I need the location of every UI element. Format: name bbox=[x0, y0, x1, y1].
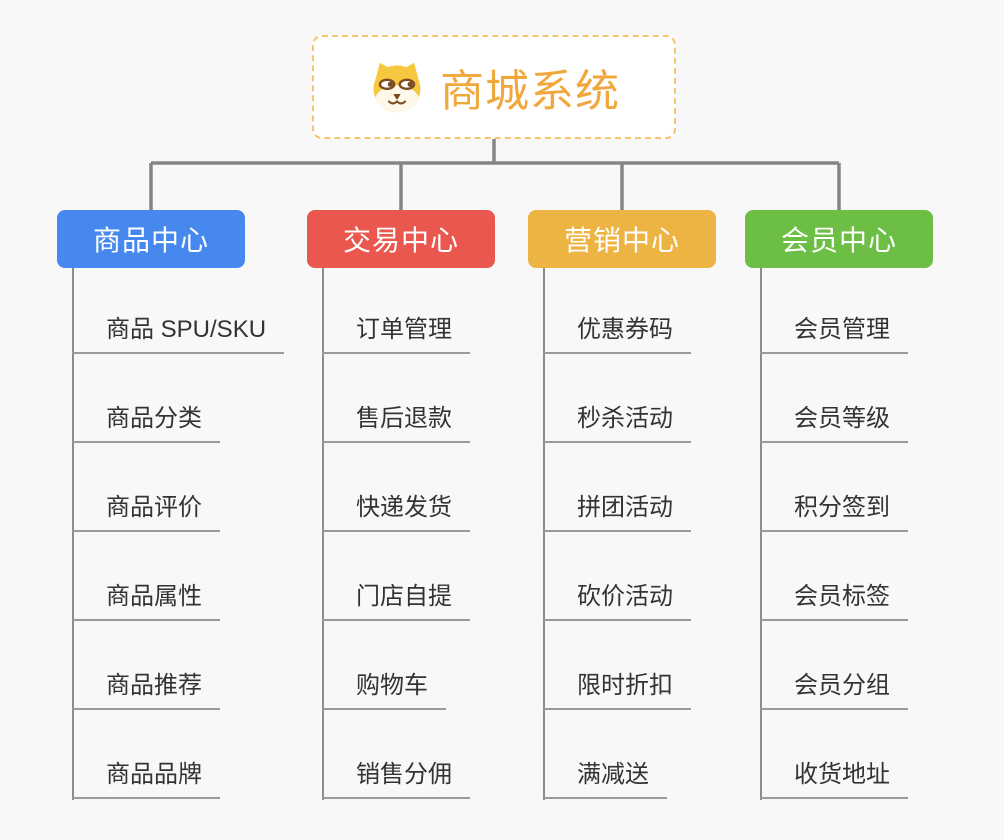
leaf-node[interactable]: 商品推荐 bbox=[72, 670, 220, 710]
leaf-node[interactable]: 收货地址 bbox=[760, 759, 908, 799]
leaf-node[interactable]: 会员分组 bbox=[760, 670, 908, 710]
leaf-node[interactable]: 销售分佣 bbox=[322, 759, 470, 799]
shiba-dog-icon bbox=[368, 60, 426, 114]
leaf-node[interactable]: 会员标签 bbox=[760, 581, 908, 621]
leaf-node[interactable]: 会员管理 bbox=[760, 314, 908, 354]
leaf-node[interactable]: 拼团活动 bbox=[543, 492, 691, 532]
branch-node-trade[interactable]: 交易中心 bbox=[307, 210, 495, 268]
branch-node-members[interactable]: 会员中心 bbox=[745, 210, 933, 268]
branch-label: 会员中心 bbox=[780, 225, 897, 256]
leaf-node[interactable]: 优惠券码 bbox=[543, 314, 691, 354]
root-node[interactable]: 商城系统 bbox=[312, 35, 676, 139]
branch-label: 交易中心 bbox=[342, 225, 459, 256]
leaf-node[interactable]: 商品分类 bbox=[72, 403, 220, 443]
leaf-node[interactable]: 砍价活动 bbox=[543, 581, 691, 621]
leaf-node[interactable]: 订单管理 bbox=[322, 314, 470, 354]
leaf-node[interactable]: 秒杀活动 bbox=[543, 403, 691, 443]
leaf-node[interactable]: 满减送 bbox=[543, 759, 667, 799]
leaf-node[interactable]: 商品 SPU/SKU bbox=[72, 314, 285, 354]
leaf-node[interactable]: 会员等级 bbox=[760, 403, 908, 443]
leaf-node[interactable]: 商品品牌 bbox=[72, 759, 220, 799]
leaf-node[interactable]: 快递发货 bbox=[322, 492, 470, 532]
branch-node-products[interactable]: 商品中心 bbox=[57, 210, 245, 268]
branch-node-marketing[interactable]: 营销中心 bbox=[528, 210, 716, 268]
leaf-node[interactable]: 商品属性 bbox=[72, 581, 220, 621]
leaf-node[interactable]: 商品评价 bbox=[72, 492, 220, 532]
leaf-node[interactable]: 限时折扣 bbox=[543, 670, 691, 710]
leaf-node[interactable]: 门店自提 bbox=[322, 581, 470, 621]
branch-label: 商品中心 bbox=[92, 225, 209, 256]
leaf-node[interactable]: 售后退款 bbox=[322, 403, 470, 443]
root-title: 商城系统 bbox=[440, 67, 620, 116]
leaf-node[interactable]: 购物车 bbox=[322, 670, 446, 710]
branch-label: 营销中心 bbox=[563, 225, 680, 256]
leaf-node[interactable]: 积分签到 bbox=[760, 492, 908, 532]
